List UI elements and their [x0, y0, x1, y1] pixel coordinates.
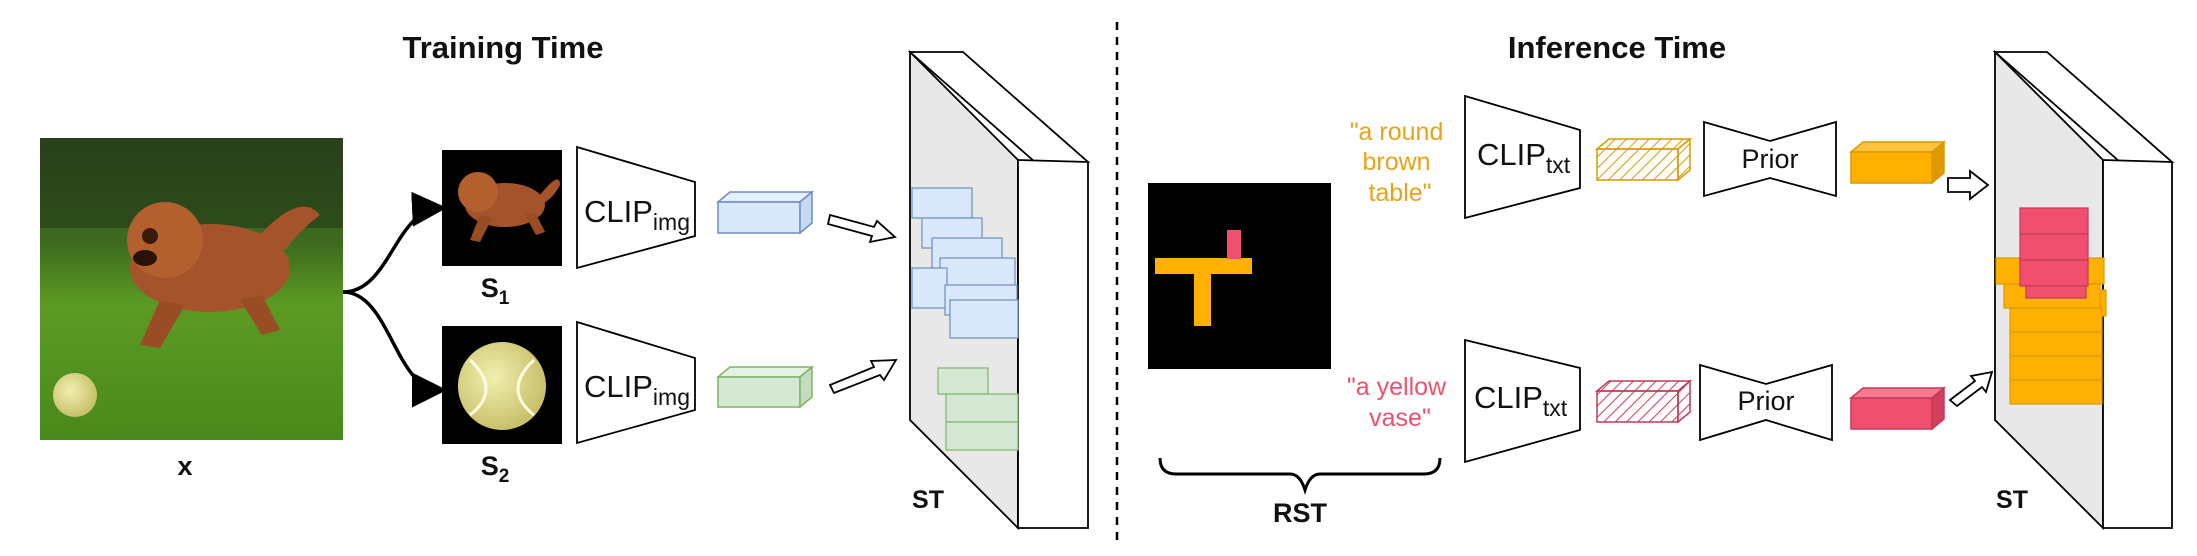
prompt-yellow-vase: "a yellow vase" [1347, 373, 1453, 432]
pink-embedding-block [1848, 386, 1947, 431]
st-volume-training [907, 49, 1091, 531]
clip-txt-encoder-bottom: CLIPtxt [1464, 338, 1581, 464]
clip-img-encoder-top: CLIPimg [576, 145, 696, 270]
dog-photo-icon [40, 138, 343, 440]
s1-segment-image [442, 150, 562, 266]
blue-embedding-block [715, 190, 815, 235]
green-embedding-block [715, 365, 815, 409]
prompt-round-brown-table: "a round brown table" [1350, 118, 1451, 207]
hollow-arrow-green-to-st [828, 359, 898, 395]
rst-label: RST [1273, 498, 1328, 528]
svg-text:Prior: Prior [1741, 144, 1798, 174]
inference-title: Inference Time [1508, 30, 1726, 65]
hatched-pink-embedding [1594, 379, 1693, 424]
svg-text:CLIPtxt: CLIPtxt [1474, 380, 1568, 421]
s2-label: S2 [481, 451, 510, 487]
orange-embedding-block [1848, 140, 1947, 185]
prior-bottom: Prior [1699, 363, 1833, 442]
hollow-arrow-blue-to-st [826, 213, 897, 244]
st-label-inference: ST [1996, 486, 2028, 514]
s1-label: S1 [481, 273, 510, 309]
prior-top: Prior [1703, 120, 1837, 198]
st-volume-inference [1992, 49, 2175, 531]
s2-segment-image [442, 326, 562, 444]
hollow-arrow-pink-to-st [1948, 370, 1994, 408]
hollow-arrow-orange-to-st [1947, 169, 1990, 201]
training-title: Training Time [403, 30, 604, 65]
rst-layout-image [1148, 183, 1331, 369]
clip-img-encoder-bottom: CLIPimg [576, 320, 696, 445]
x-label: x [177, 451, 192, 481]
svg-text:CLIPimg: CLIPimg [584, 369, 690, 410]
st-label-training: ST [912, 486, 944, 514]
svg-text:Prior: Prior [1737, 386, 1794, 416]
svg-text:CLIPtxt: CLIPtxt [1477, 137, 1571, 178]
svg-text:CLIPimg: CLIPimg [584, 194, 690, 235]
rst-brace [1158, 457, 1442, 496]
hatched-orange-embedding [1594, 137, 1693, 182]
branch-arrow-up [342, 191, 447, 294]
branch-arrow-down [342, 290, 447, 408]
clip-txt-encoder-top: CLIPtxt [1464, 94, 1581, 220]
